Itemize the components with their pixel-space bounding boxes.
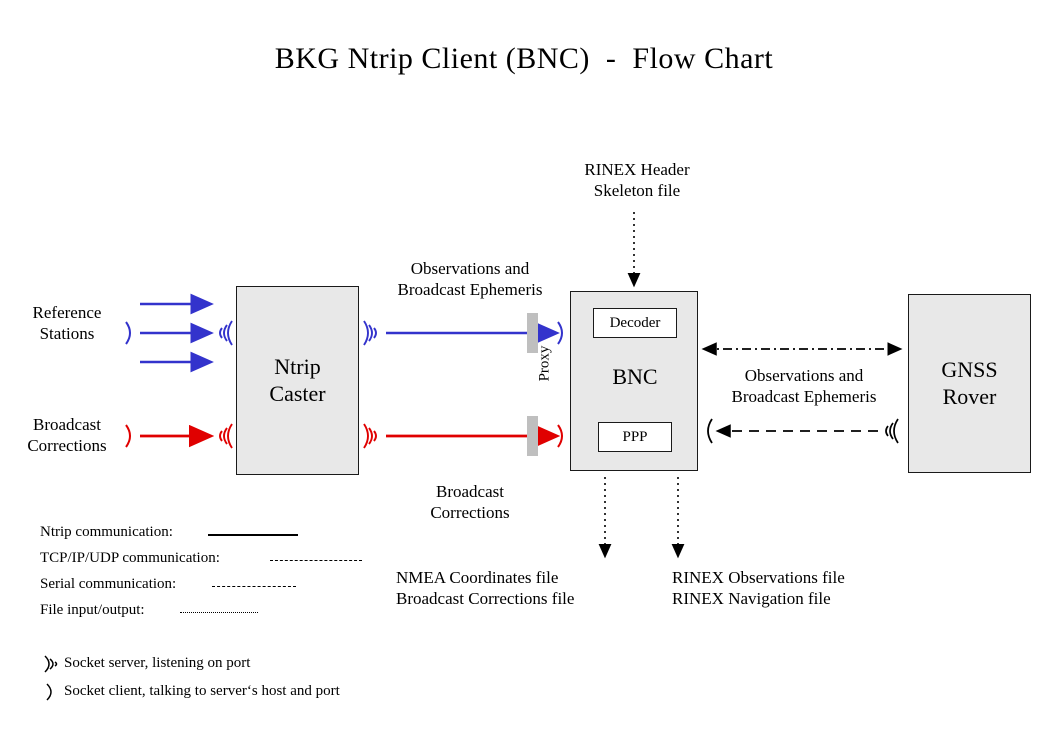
label-observations-ephemeris-rover: Observations and Broadcast Ephemeris bbox=[731, 366, 877, 406]
label-rinex-output-files: RINEX Observations file RINEX Navigation… bbox=[672, 568, 845, 608]
arrow-reference-stations-to-caster bbox=[140, 293, 214, 373]
proxy-block-lower bbox=[527, 416, 538, 456]
socket-server-icon-caster-out-red bbox=[363, 423, 377, 449]
node-ntrip-caster[interactable]: Ntrip Caster bbox=[236, 286, 359, 475]
legend-swatch-dashed-line bbox=[270, 560, 362, 561]
legend-item-serial-label: Serial communication: bbox=[40, 576, 177, 592]
socket-server-icon-rover bbox=[885, 418, 899, 444]
page-title: BKG Ntrip Client (BNC) - Flow Chart bbox=[274, 42, 774, 75]
subbox-decoder-label: Decoder bbox=[609, 315, 661, 331]
node-ntrip-caster-label: Ntrip Caster bbox=[269, 354, 326, 406]
legend-item-tcpip: TCP/IP/UDP communication: bbox=[40, 548, 370, 574]
legend-item-serial: Serial communication: bbox=[40, 574, 370, 600]
legend-item-ntrip-label: Ntrip communication: bbox=[40, 524, 173, 540]
legend-item-file-io: File input/output: bbox=[40, 600, 370, 626]
socket-legend-item-server: Socket server, listening on port bbox=[36, 652, 466, 680]
socket-client-icon-bnc-observations bbox=[557, 321, 563, 345]
socket-legend: Socket server, listening on port Socket … bbox=[36, 652, 466, 708]
socket-legend-item-server-label: Socket server, listening on port bbox=[64, 655, 251, 671]
socket-client-icon bbox=[36, 680, 64, 709]
label-proxy: Proxy bbox=[536, 345, 553, 382]
socket-server-icon-caster-in-blue bbox=[219, 320, 233, 346]
legend-item-file-io-label: File input/output: bbox=[40, 602, 145, 618]
subbox-ppp[interactable]: PPP bbox=[598, 422, 672, 452]
legend-swatch-dotted-line bbox=[180, 612, 258, 613]
socket-client-icon-bnc-corrections bbox=[557, 424, 563, 448]
subbox-ppp-label: PPP bbox=[622, 429, 648, 445]
node-gnss-rover[interactable]: GNSS Rover bbox=[908, 294, 1031, 473]
label-rinex-header-skeleton-file: RINEX Header Skeleton file bbox=[584, 160, 690, 200]
socket-client-icon-reference-stations bbox=[125, 321, 131, 345]
node-bnc-label: BNC bbox=[612, 364, 658, 389]
socket-legend-item-client: Socket client, talking to server‘s host … bbox=[36, 680, 466, 708]
legend-swatch-dashdot-line bbox=[212, 586, 296, 587]
socket-client-icon-bnc-rover bbox=[707, 418, 713, 444]
legend-item-tcpip-label: TCP/IP/UDP communication: bbox=[40, 550, 220, 566]
subbox-decoder[interactable]: Decoder bbox=[593, 308, 677, 338]
label-broadcast-corrections-input: Broadcast Corrections bbox=[27, 415, 107, 455]
label-observations-ephemeris-caster: Observations and Broadcast Ephemeris bbox=[397, 259, 543, 299]
label-reference-stations: Reference Stations bbox=[32, 303, 102, 343]
node-gnss-rover-label: GNSS Rover bbox=[941, 357, 998, 409]
socket-legend-item-client-label: Socket client, talking to server‘s host … bbox=[64, 683, 340, 699]
socket-server-icon-caster-out-blue bbox=[363, 320, 377, 346]
legend: Ntrip communication: TCP/IP/UDP communic… bbox=[40, 522, 370, 626]
socket-server-icon-caster-in-red bbox=[219, 423, 233, 449]
label-broadcast-corrections-stream: Broadcast Corrections bbox=[430, 482, 510, 522]
legend-swatch-solid-line bbox=[208, 534, 298, 536]
legend-item-ntrip: Ntrip communication: bbox=[40, 522, 370, 548]
node-bnc[interactable]: Decoder BNC PPP bbox=[570, 291, 698, 471]
label-nmea-output-files: NMEA Coordinates file Broadcast Correcti… bbox=[396, 568, 575, 608]
socket-server-icon bbox=[36, 652, 64, 681]
